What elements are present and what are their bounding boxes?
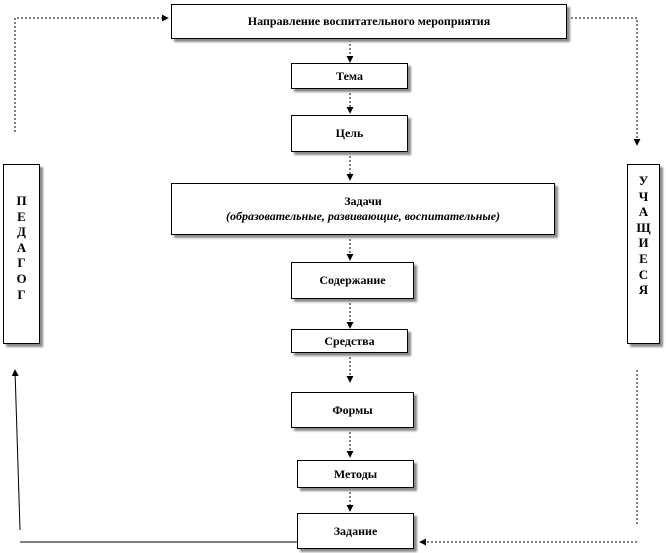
forms-box: Формы xyxy=(291,392,414,428)
methods-box: Методы xyxy=(297,460,414,488)
theme-label: Тема xyxy=(336,68,363,83)
teacher-letter: А xyxy=(16,239,27,255)
teacher-letter: Д xyxy=(17,224,26,240)
students-letter: С xyxy=(638,266,649,282)
goal-label: Цель xyxy=(335,126,364,140)
forms-label: Формы xyxy=(332,402,373,417)
students-letter: Я xyxy=(638,282,649,298)
tasks-subtitle: (образовательные, развивающие, воспитате… xyxy=(225,209,501,223)
students-letter: Ч xyxy=(638,188,649,204)
means-label: Средства xyxy=(324,333,375,348)
theme-box: Тема xyxy=(291,63,408,89)
students-letter: У xyxy=(638,173,649,188)
students-letter: И xyxy=(638,235,649,251)
top-direction-label: Направление воспитательного мероприятия xyxy=(247,14,491,28)
top-direction-box: Направление воспитательного мероприятия xyxy=(171,4,567,39)
teacher-letter: О xyxy=(16,270,27,286)
teacher-box: П Е Д А Г О Г xyxy=(3,164,40,344)
means-box: Средства xyxy=(291,329,408,353)
assignment-box: Задание xyxy=(297,513,414,549)
arrow-teacher-to-top xyxy=(14,14,169,132)
content-label: Содержание xyxy=(319,273,386,287)
tasks-box: Задачи (образовательные, развивающие, во… xyxy=(171,183,555,235)
students-box: У Ч А Щ И Е С Я xyxy=(627,164,660,344)
assignment-label: Задание xyxy=(333,523,378,538)
students-letter: Е xyxy=(639,250,648,266)
teacher-letter: Г xyxy=(17,286,26,302)
teacher-letter: Г xyxy=(17,255,26,271)
teacher-letter: П xyxy=(16,193,27,208)
tasks-title: Задачи xyxy=(344,194,382,208)
methods-label: Методы xyxy=(333,466,378,481)
students-letter: А xyxy=(638,204,649,220)
arrow-bottom-to-teacher xyxy=(11,369,21,531)
teacher-letter: Е xyxy=(17,208,26,224)
students-letter: Щ xyxy=(636,219,651,235)
arrow-top-to-students xyxy=(567,17,641,146)
content-box: Содержание xyxy=(291,262,414,299)
goal-box: Цель xyxy=(291,115,408,152)
